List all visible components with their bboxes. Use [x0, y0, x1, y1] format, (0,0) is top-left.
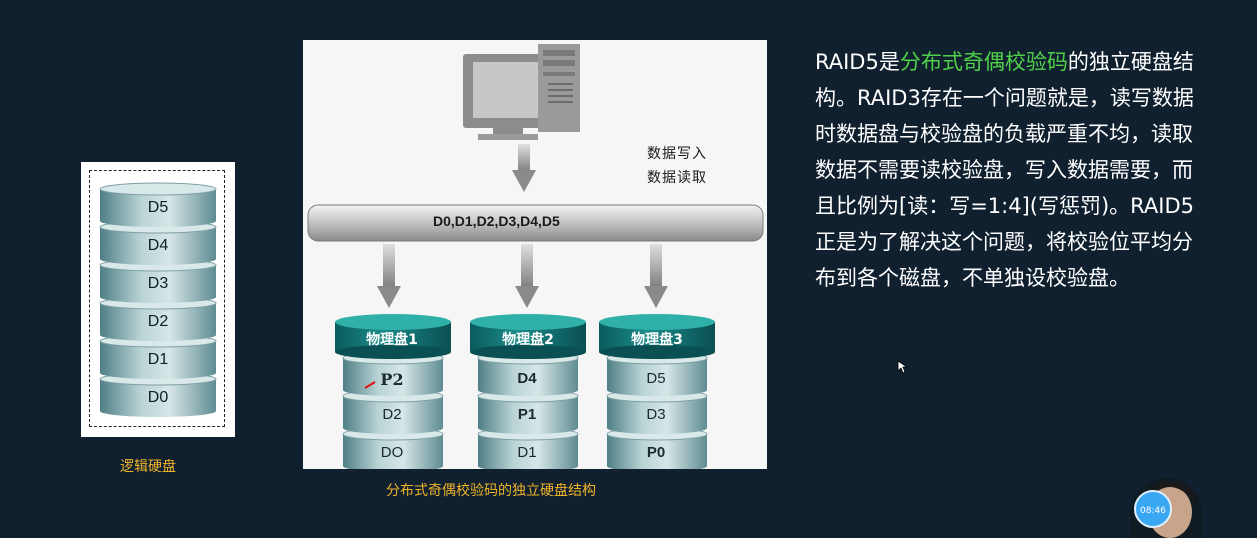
- physical-disk-2-cell-3: D1: [517, 444, 537, 461]
- logical-disk-d5: D5: [147, 199, 169, 216]
- timer-badge: 08:46: [1134, 490, 1172, 528]
- physical-disk-1-cell-1: P2: [380, 370, 404, 389]
- physical-disk-3-cylinder: [606, 351, 708, 396]
- logical-disk-d4: D4: [147, 237, 169, 254]
- raid5-description: RAID5是分布式奇偶校验码的独立硬盘结构。RAID3存在一个问题就是，读写数据…: [815, 44, 1210, 296]
- physical-disk-3-cell-2: D3: [646, 406, 666, 423]
- description-highlight: 分布式奇偶校验码: [899, 50, 1068, 74]
- raid5-diagram: 数据写入 数据读取 D0,D1,D2,D3,D4,D5 物理盘1 物理盘2 物理…: [303, 40, 767, 469]
- physical-disk-2-cell-1: D4: [517, 370, 537, 387]
- arrow-bus-to-disk-1: [377, 244, 401, 308]
- description-part-2: 的独立硬盘结构。RAID3存在一个问题就是，读写数据时数据盘与校验盘的负载严重不…: [815, 50, 1194, 290]
- arrow-bus-to-disk-2: [515, 244, 539, 308]
- logical-disk-panel: D5 D4 D3 D2 D1 D0: [81, 162, 235, 437]
- physical-disk-3-cell-1: D5: [646, 370, 666, 387]
- physical-disk-3-cell-3: P0: [646, 444, 666, 461]
- physical-disk-1-cell-2: D2: [382, 406, 402, 423]
- bus-label: D0,D1,D2,D3,D4,D5: [433, 213, 560, 229]
- arrow-computer-to-bus: [512, 144, 536, 192]
- raid5-diagram-graphics: [307, 44, 764, 469]
- physical-disk-1-header: [335, 314, 451, 359]
- physical-disk-1-title: 物理盘1: [366, 332, 418, 348]
- physical-disk-2-title: 物理盘2: [502, 332, 554, 348]
- physical-disk-3-cylinder: [606, 389, 708, 434]
- physical-disk-1-cell-3: DO: [380, 444, 404, 461]
- io-write-label: 数据写入: [647, 146, 707, 162]
- logical-disk-stack-graphic: [99, 182, 217, 417]
- arrow-bus-to-disk-3: [644, 244, 668, 308]
- logical-disk-d3: D3: [147, 275, 169, 292]
- physical-disk-3-header: [599, 314, 715, 359]
- logical-disk-d1: D1: [147, 351, 169, 368]
- physical-disk-3-cylinder: [606, 427, 708, 469]
- io-read-label: 数据读取: [647, 170, 707, 186]
- logical-disk-d0: D0: [147, 389, 169, 406]
- logical-disk-d2: D2: [147, 313, 169, 330]
- data-bus-bar: [307, 204, 764, 242]
- physical-disk-2-cell-2: P1: [517, 406, 537, 423]
- logical-disk-cylinder: [99, 182, 217, 227]
- physical-disk-2-header: [470, 314, 586, 359]
- logical-disk-caption: 逻辑硬盘: [120, 459, 176, 475]
- computer-icon: [463, 44, 580, 140]
- annotation-pen-mark: [364, 381, 376, 389]
- figure-caption: 分布式奇偶校验码的独立硬盘结构: [386, 483, 596, 499]
- physical-disk-3-title: 物理盘3: [631, 332, 683, 348]
- mouse-cursor-icon: [897, 360, 907, 374]
- description-part-1: RAID5是: [815, 50, 900, 74]
- logical-disk-frame: [89, 170, 225, 427]
